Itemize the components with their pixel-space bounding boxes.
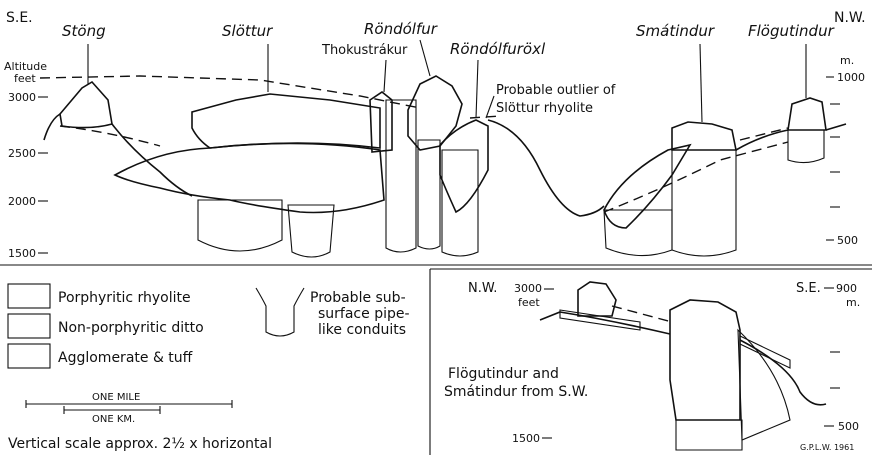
peak-label-rondolfuroxl: Röndólfuröxl [450,40,546,58]
inset-feet-tick-3000: 3000 [514,282,542,295]
inset-caption-line2: Smátindur from S.W. [444,384,588,400]
inset-caption-line1: Flögutindur and [448,366,559,382]
inset-flogutindur-rhyolite [578,282,616,316]
inset-smatindur-tuff [740,336,790,368]
scale-bar: ONE MILE ONE KM. [26,392,232,425]
feet-tick-3000: 3000 [8,91,36,104]
legend-label-conduits-2: surface pipe- [318,306,410,322]
legend: Porphyritic rhyolite Non-porphyritic dit… [8,284,410,452]
legend-label-porphyritic: Porphyritic rhyolite [58,290,191,306]
feet-tick-1500: 1500 [8,247,36,260]
dashed-lower-boundary [60,126,788,212]
peak-label-thokustrakur: Thokustrákur [321,43,408,58]
peak-label-slottur: Slöttur [222,22,273,40]
metre-unit-label: m. [840,54,854,67]
metre-tick-500: 500 [837,234,858,247]
legend-label-non-porphyritic: Non-porphyritic ditto [58,320,204,336]
peak-label-rondolfur: Röndólfur [364,20,438,38]
dashed-former-surface [40,76,788,140]
inset-nw-label: N.W. [468,281,497,296]
smatindur-rhyolite [672,122,736,150]
nw-direction-label: N.W. [834,10,866,26]
peak-label-stong: Stöng [62,22,106,40]
inset-smatindur-rhyolite [670,300,740,420]
main-conduits [198,100,824,257]
slottur-rhyolite [192,94,380,148]
inset-feet-tick-1500: 1500 [512,432,540,445]
flogutindur-rhyolite [788,98,826,130]
thokustrakur-rhyolite [370,92,392,152]
feet-tick-2000: 2000 [8,195,36,208]
altitude-unit-label: feet [14,72,36,85]
metre-tick-1000: 1000 [837,71,865,84]
inset-flogutindur-tuff [560,310,640,330]
author-signature: G.P.L.W. 1961 [800,443,854,452]
inset-cross-section: N.W. 3000 feet 1500 S.E. 900 m. 500 Flög… [444,281,860,452]
legend-swatch-non-porphyritic [8,314,50,338]
legend-swatch-porphyritic [8,284,50,308]
outlier-note-line1: Probable outlier of [496,83,616,98]
inset-feet-unit: feet [518,296,540,309]
rondolfuroxl-agglomerate [440,120,488,212]
inset-metre-tick-500: 500 [838,420,859,433]
feet-tick-2500: 2500 [8,147,36,160]
se-direction-label: S.E. [6,10,33,26]
peak-label-flogutindur: Flögutindur [748,22,835,40]
legend-swatch-agglomerate [8,344,50,368]
legend-label-agglomerate: Agglomerate & tuff [58,350,193,366]
inset-smatindur-conduit [676,420,742,450]
smatindur-agglomerate [604,145,690,228]
inset-se-label: S.E. [796,281,821,296]
ground-profile-line [44,114,846,216]
stong-rhyolite [60,82,112,128]
legend-label-conduits-1: Probable sub- [310,290,406,306]
legend-label-conduits-3: like conduits [318,322,406,338]
peak-label-smatindur: Smátindur [636,22,715,40]
outlier-note-line2: Slöttur rhyolite [496,101,593,116]
legend-swatch-conduit [256,288,304,336]
inset-metre-unit: m. [846,296,860,309]
inset-metre-tick-900: 900 [836,282,857,295]
vertical-scale-note: Vertical scale approx. 2½ x horizontal [8,436,272,452]
main-cross-section: S.E. N.W. Altitude feet m. 3000 2500 200… [4,10,866,260]
scale-label-km: ONE KM. [92,414,135,425]
main-agglomerate-body [115,143,384,212]
scale-label-mile: ONE MILE [92,392,140,403]
